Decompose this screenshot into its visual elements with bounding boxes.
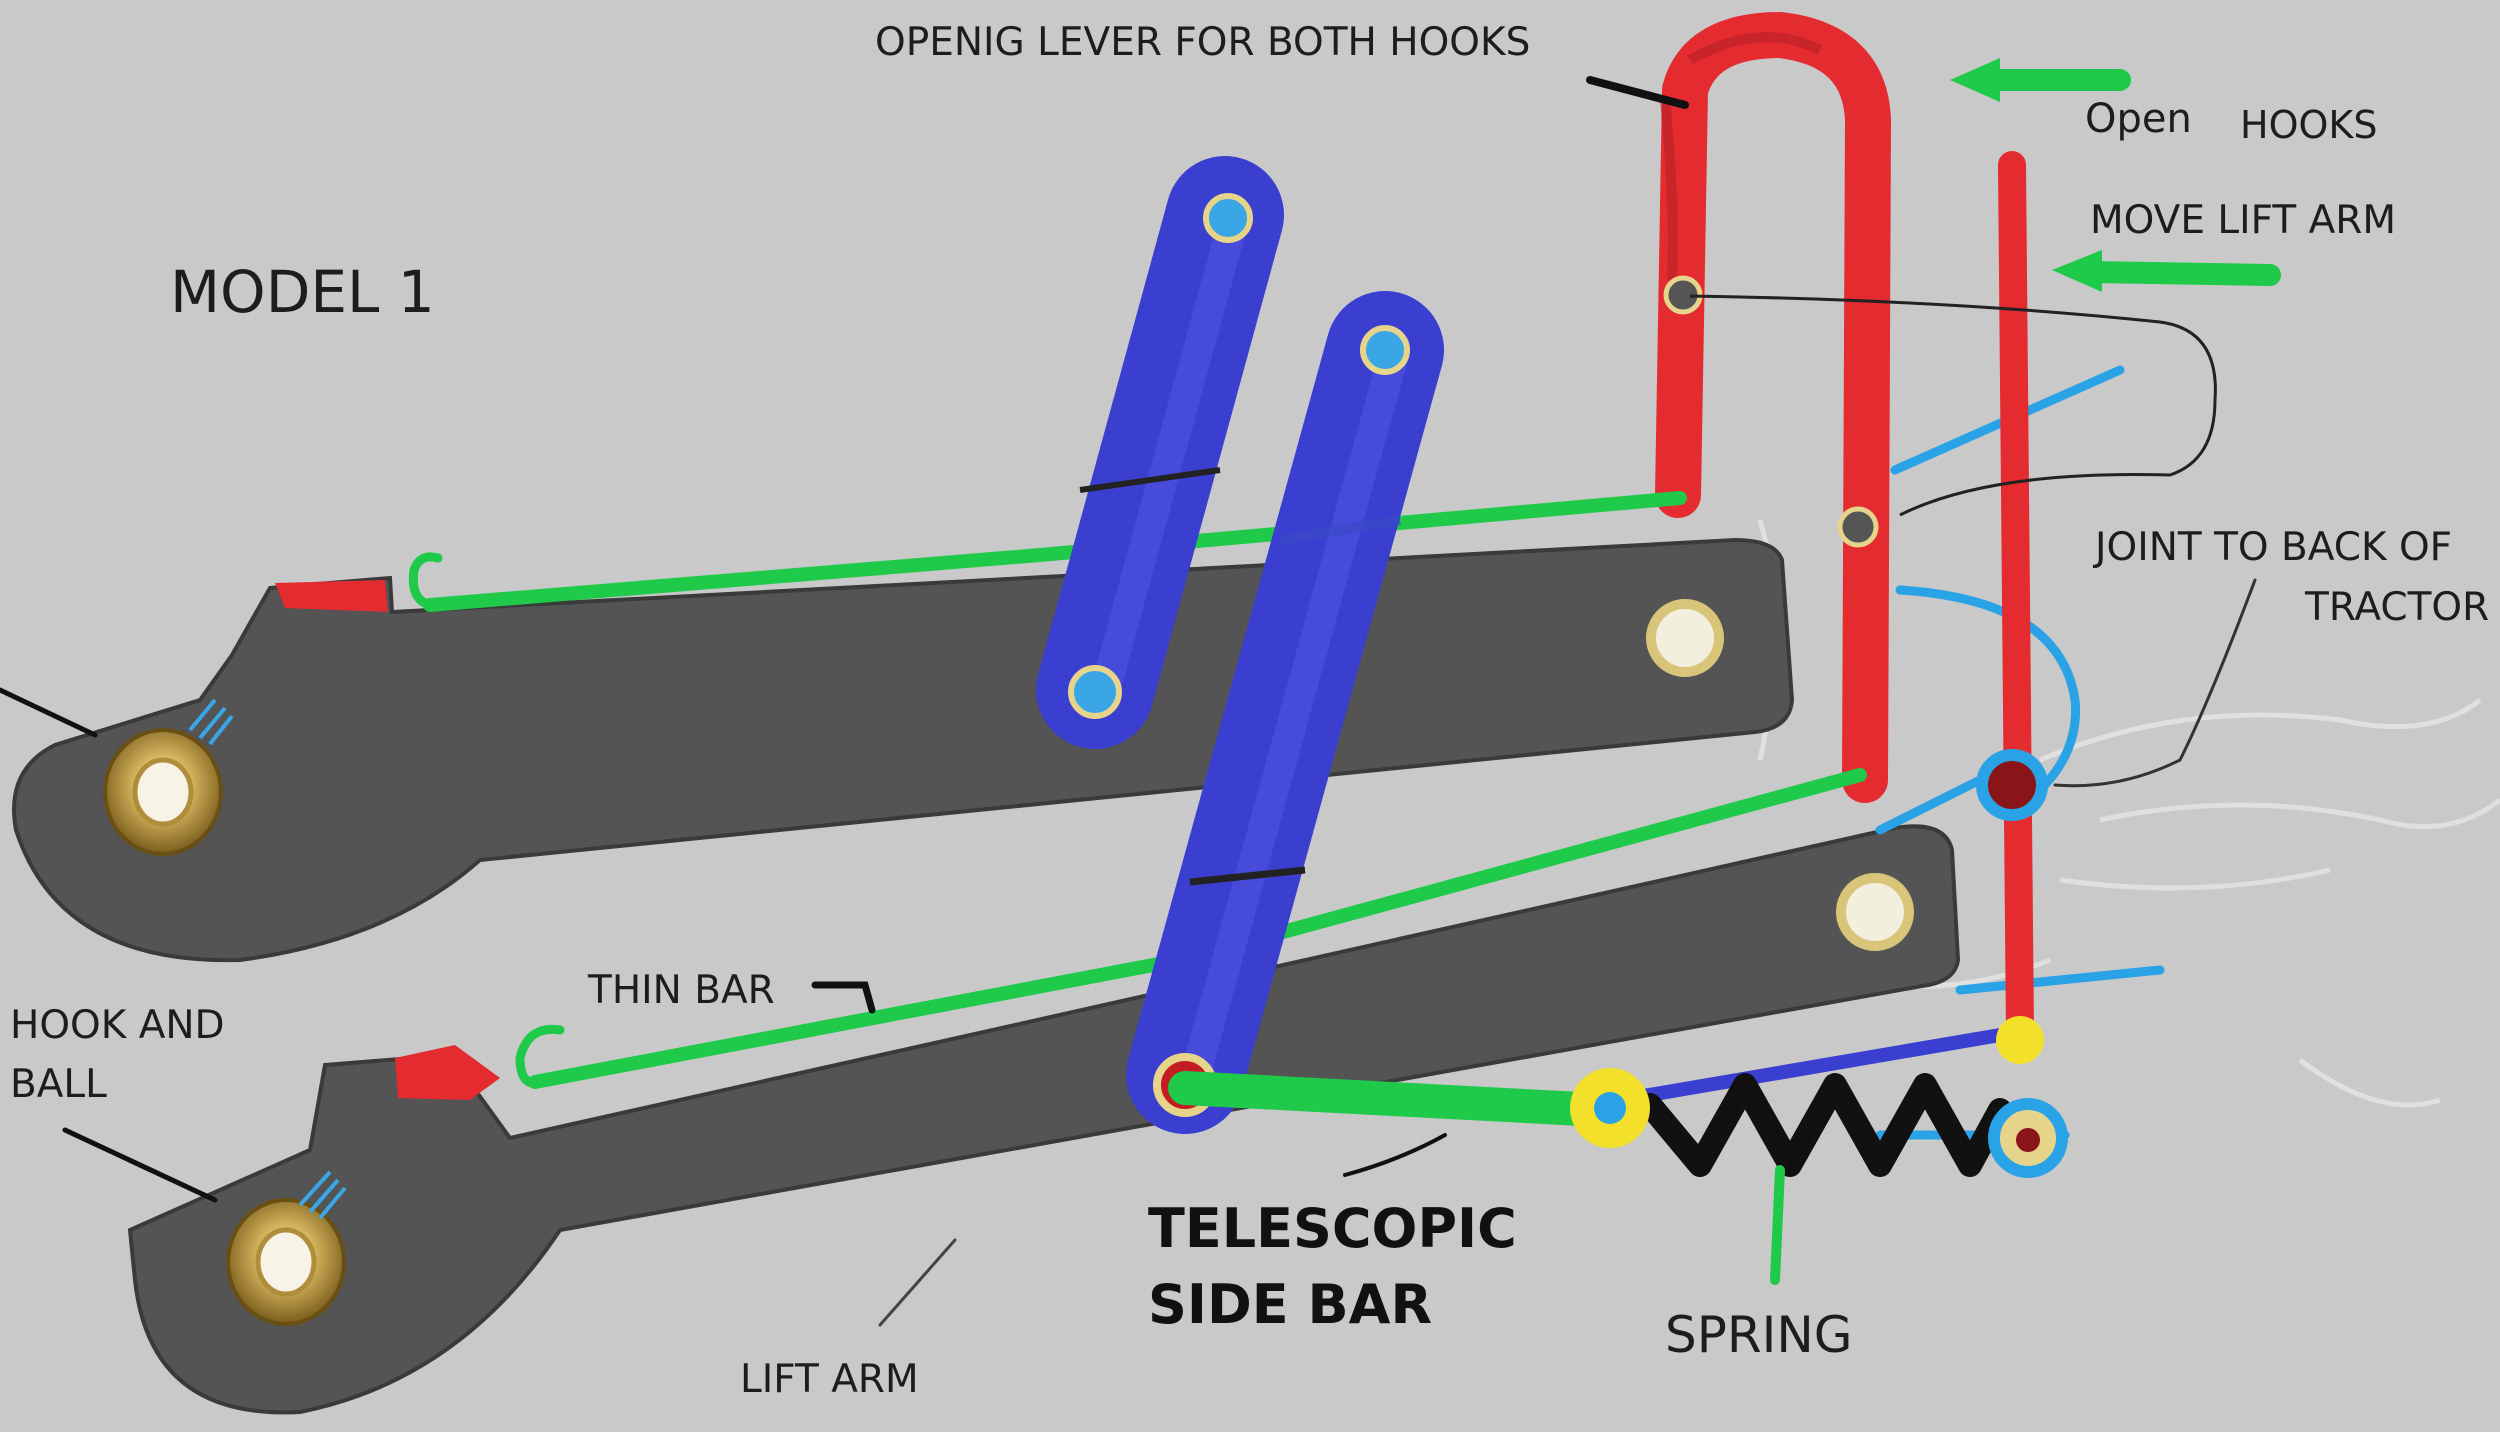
open-arrow (1950, 58, 2131, 102)
telescopic-side-bar-back (1036, 156, 1284, 749)
lift-arm-label: LIFT ARM (740, 1357, 919, 1402)
opening-lever-label: OPENIG LEVER FOR BOTH HOOKS (875, 20, 1530, 65)
thin-bar-label: THIN BAR (587, 968, 775, 1013)
spring-guide-bar (1613, 1028, 2007, 1107)
move-lift-arm-bar (1998, 151, 2034, 1049)
hook-ball-label-line2: BALL (10, 1062, 107, 1107)
lower-lift-arm (127, 824, 1961, 1415)
spring-link-bar (1168, 1071, 1617, 1127)
opening-lever-scribble (1660, 32, 1823, 281)
lower-arm-pivot (1836, 873, 1914, 951)
joint-label-line1: JOINT TO BACK OF (2092, 525, 2452, 570)
move-lift-arm-label: MOVE LIFT ARM (2090, 198, 2396, 243)
lower-hook-tip (395, 1045, 500, 1100)
open-label: Open (2085, 96, 2192, 142)
spring-pin-right-inner (2016, 1128, 2040, 1152)
upper-arm-pivot (1646, 599, 1724, 677)
hooks-label: HOOKS (2240, 103, 2377, 147)
lift-bar-foot-pin (1996, 1016, 2044, 1064)
spring-label: SPRING (1665, 1306, 1853, 1364)
spring-pin-left-inner (1594, 1092, 1626, 1124)
joint-label-line2: TRACTOR (2304, 585, 2489, 630)
lower-hook-ball (226, 1198, 346, 1326)
tractor-joint-pin (1976, 749, 2048, 821)
telescopic-label-line1: TELESCOPIC (1148, 1197, 1517, 1260)
model-label: MODEL 1 (170, 258, 435, 326)
upper-hook-tip (275, 580, 388, 612)
upper-thin-bar (423, 491, 1687, 612)
telescopic-label-line2: SIDE BAR (1148, 1273, 1432, 1336)
lever-pin-mid (1837, 506, 1879, 548)
label-pointers (0, 76, 2257, 1327)
hook-latch-marks (188, 698, 347, 1220)
move-lift-arm-arrow (2052, 250, 2281, 292)
upper-hook-ball (103, 728, 223, 856)
joint-pointer-line (1689, 294, 2217, 517)
spring-arrow (1770, 1165, 1785, 1285)
hook-ball-label-line1: HOOK AND (10, 1003, 225, 1048)
spring (1638, 1073, 2012, 1177)
